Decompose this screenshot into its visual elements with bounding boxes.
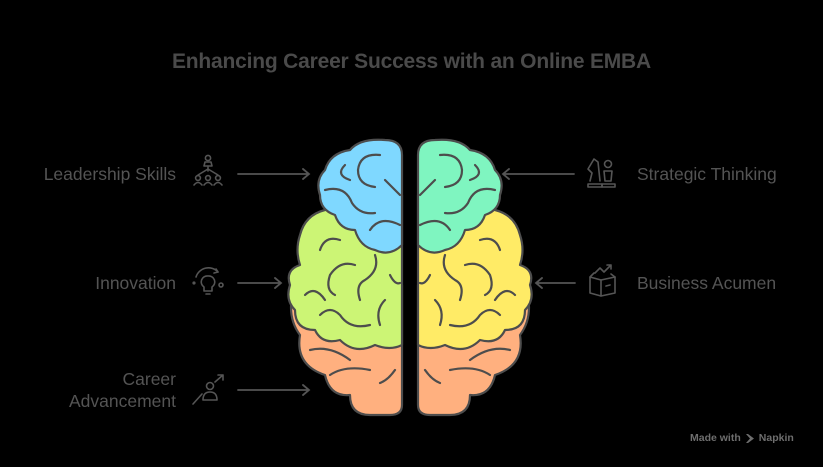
label-career-advancement: Career Advancement xyxy=(69,368,176,412)
label-text: Business Acumen xyxy=(637,273,777,293)
book-growth-icon xyxy=(586,263,622,299)
label-business-acumen: Business Acumen xyxy=(637,272,776,294)
label-innovation: Innovation xyxy=(95,272,176,294)
label-line-2: Advancement xyxy=(68,391,176,411)
watermark-prefix: Made with xyxy=(690,432,741,444)
arrow-right xyxy=(237,384,311,396)
arrow-right xyxy=(237,277,283,289)
lightbulb-cycle-icon xyxy=(190,263,226,299)
label-text: Innovation xyxy=(95,273,176,293)
label-strategic-thinking: Strategic Thinking xyxy=(637,163,777,185)
label-text: Strategic Thinking xyxy=(637,164,777,184)
label-leadership-skills: Leadership Skills xyxy=(44,163,176,185)
team-leader-icon xyxy=(190,153,226,189)
arrow-left xyxy=(534,277,576,289)
napkin-logo-icon xyxy=(745,433,754,443)
diagram-title: Enhancing Career Success with an Online … xyxy=(172,50,651,73)
person-growth-icon xyxy=(190,372,226,408)
chess-pieces-icon xyxy=(584,155,620,191)
arrow-left xyxy=(501,168,575,180)
brain-illustration xyxy=(280,135,540,420)
watermark: Made with Napkin xyxy=(690,432,794,444)
brain-right-top xyxy=(416,138,503,254)
arrow-right xyxy=(237,168,311,180)
brain-left-top xyxy=(317,138,404,254)
label-line-1: Career xyxy=(122,369,177,389)
watermark-brand: Napkin xyxy=(758,432,794,444)
label-text: Leadership Skills xyxy=(43,164,176,184)
